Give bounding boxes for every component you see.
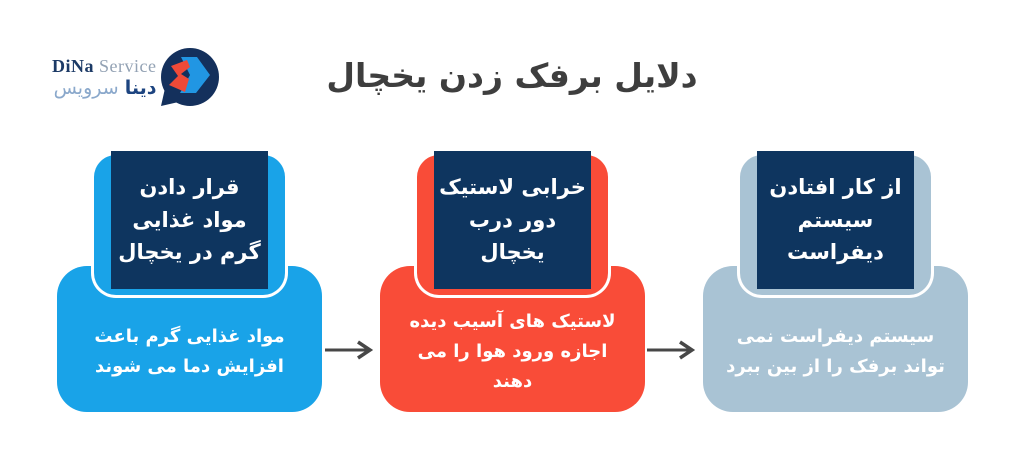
- card-hot-food-header-text: قرار دادن مواد غذایی گرم در یخچال: [118, 175, 261, 265]
- card-defrost-failure-header-tab: از کار افتادن سیستم دیفراست: [740, 151, 931, 295]
- brand-logo: DiNa Service دینا سرویس: [52, 46, 220, 110]
- card-defrost-failure: سیستم دیفراست نمی تواند برفک را از بین ب…: [703, 151, 968, 413]
- card-door-gasket-header-text: خرابی لاستیک دور درب یخچال: [439, 175, 586, 265]
- arrow-right-icon: [325, 340, 374, 360]
- card-hot-food-header-panel: قرار دادن مواد غذایی گرم در یخچال: [111, 151, 268, 289]
- brand-name-persian: دینا سرویس: [53, 77, 157, 100]
- arrow-right-icon: [647, 340, 696, 360]
- brand-name-english: DiNa Service: [52, 56, 156, 77]
- card-defrost-failure-header-text: از کار افتادن سیستم دیفراست: [769, 175, 902, 265]
- card-hot-food-body: مواد غذایی گرم باعث افزایش دما می شوند: [57, 266, 322, 412]
- brand-name-en-primary: DiNa: [52, 55, 94, 76]
- card-hot-food-body-text: مواد غذایی گرم باعث افزایش دما می شوند: [94, 326, 285, 377]
- brand-logo-text: DiNa Service دینا سرویس: [52, 56, 156, 101]
- card-hot-food-header-tab: قرار دادن مواد غذایی گرم در یخچال: [94, 151, 285, 295]
- card-door-gasket-header-panel: خرابی لاستیک دور درب یخچال: [434, 151, 591, 289]
- brand-name-fa-secondary: سرویس: [53, 77, 119, 100]
- card-defrost-failure-body-text: سیستم دیفراست نمی تواند برفک را از بین ب…: [726, 326, 945, 377]
- brand-logo-mark-icon: [161, 48, 220, 106]
- card-door-gasket-body-text: لاستیک های آسیب دیده اجازه ورود هوا را م…: [409, 311, 616, 392]
- card-hot-food: مواد غذایی گرم باعث افزایش دما می شوند ق…: [57, 151, 322, 413]
- card-defrost-failure-header-panel: از کار افتادن سیستم دیفراست: [757, 151, 914, 289]
- page-title: دلایل برفک زدن یخچال: [326, 56, 698, 95]
- card-door-gasket: لاستیک های آسیب دیده اجازه ورود هوا را م…: [380, 151, 645, 413]
- brand-name-fa-primary: دینا: [124, 77, 157, 100]
- card-door-gasket-header-tab: خرابی لاستیک دور درب یخچال: [417, 151, 608, 295]
- brand-name-en-secondary: Service: [99, 55, 157, 76]
